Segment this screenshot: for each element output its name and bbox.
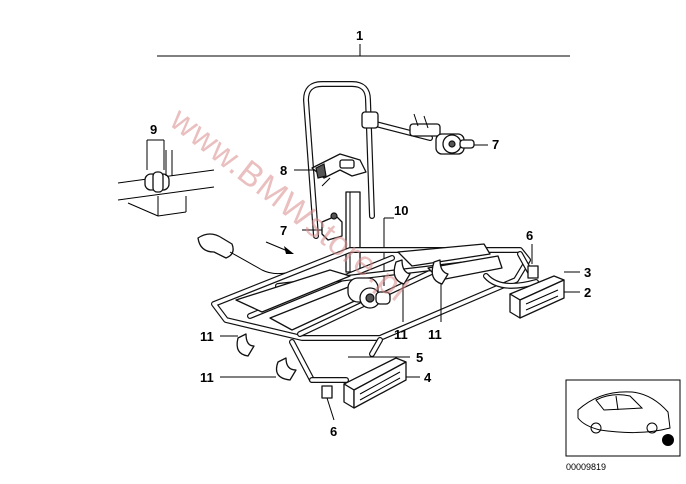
callout-1[interactable]: 1 (356, 28, 363, 43)
clamp-detail-inset (117, 139, 215, 217)
direction-arrow-icon (265, 241, 294, 254)
callout-11-a[interactable]: 11 (200, 329, 214, 344)
callout-11-c[interactable]: 11 (394, 327, 408, 342)
watermark: www.BMWstore.pl (162, 100, 415, 310)
car-thumbnail (565, 379, 681, 457)
callout-7-left[interactable]: 7 (280, 223, 287, 238)
bike-support-frame (303, 81, 441, 239)
location-marker-icon (662, 434, 674, 446)
small-clamp (321, 212, 343, 241)
callout-8[interactable]: 8 (280, 163, 287, 178)
callout-10[interactable]: 10 (394, 203, 408, 218)
callout-3[interactable]: 3 (584, 265, 591, 280)
wheel-straps (236, 259, 449, 381)
callout-9[interactable]: 9 (150, 122, 157, 137)
callout-11-d[interactable]: 11 (428, 327, 442, 342)
assembly-bracket (157, 44, 570, 57)
callout-4[interactable]: 4 (424, 370, 432, 385)
callout-5[interactable]: 5 (416, 350, 423, 365)
callout-2[interactable]: 2 (584, 285, 591, 300)
callout-11-b[interactable]: 11 (200, 370, 214, 385)
callout-6-bottom[interactable]: 6 (330, 424, 337, 439)
rear-lamp-right (509, 265, 565, 319)
holder-clamp-left (311, 153, 367, 187)
callout-6-top[interactable]: 6 (526, 228, 533, 243)
cable-plug (197, 233, 291, 275)
reference-number: 00009819 (566, 462, 606, 472)
holder-clamp-right (435, 133, 475, 155)
hitch-coupling (347, 277, 391, 309)
rear-lamp-left (309, 357, 407, 409)
callout-7-top[interactable]: 7 (492, 137, 499, 152)
